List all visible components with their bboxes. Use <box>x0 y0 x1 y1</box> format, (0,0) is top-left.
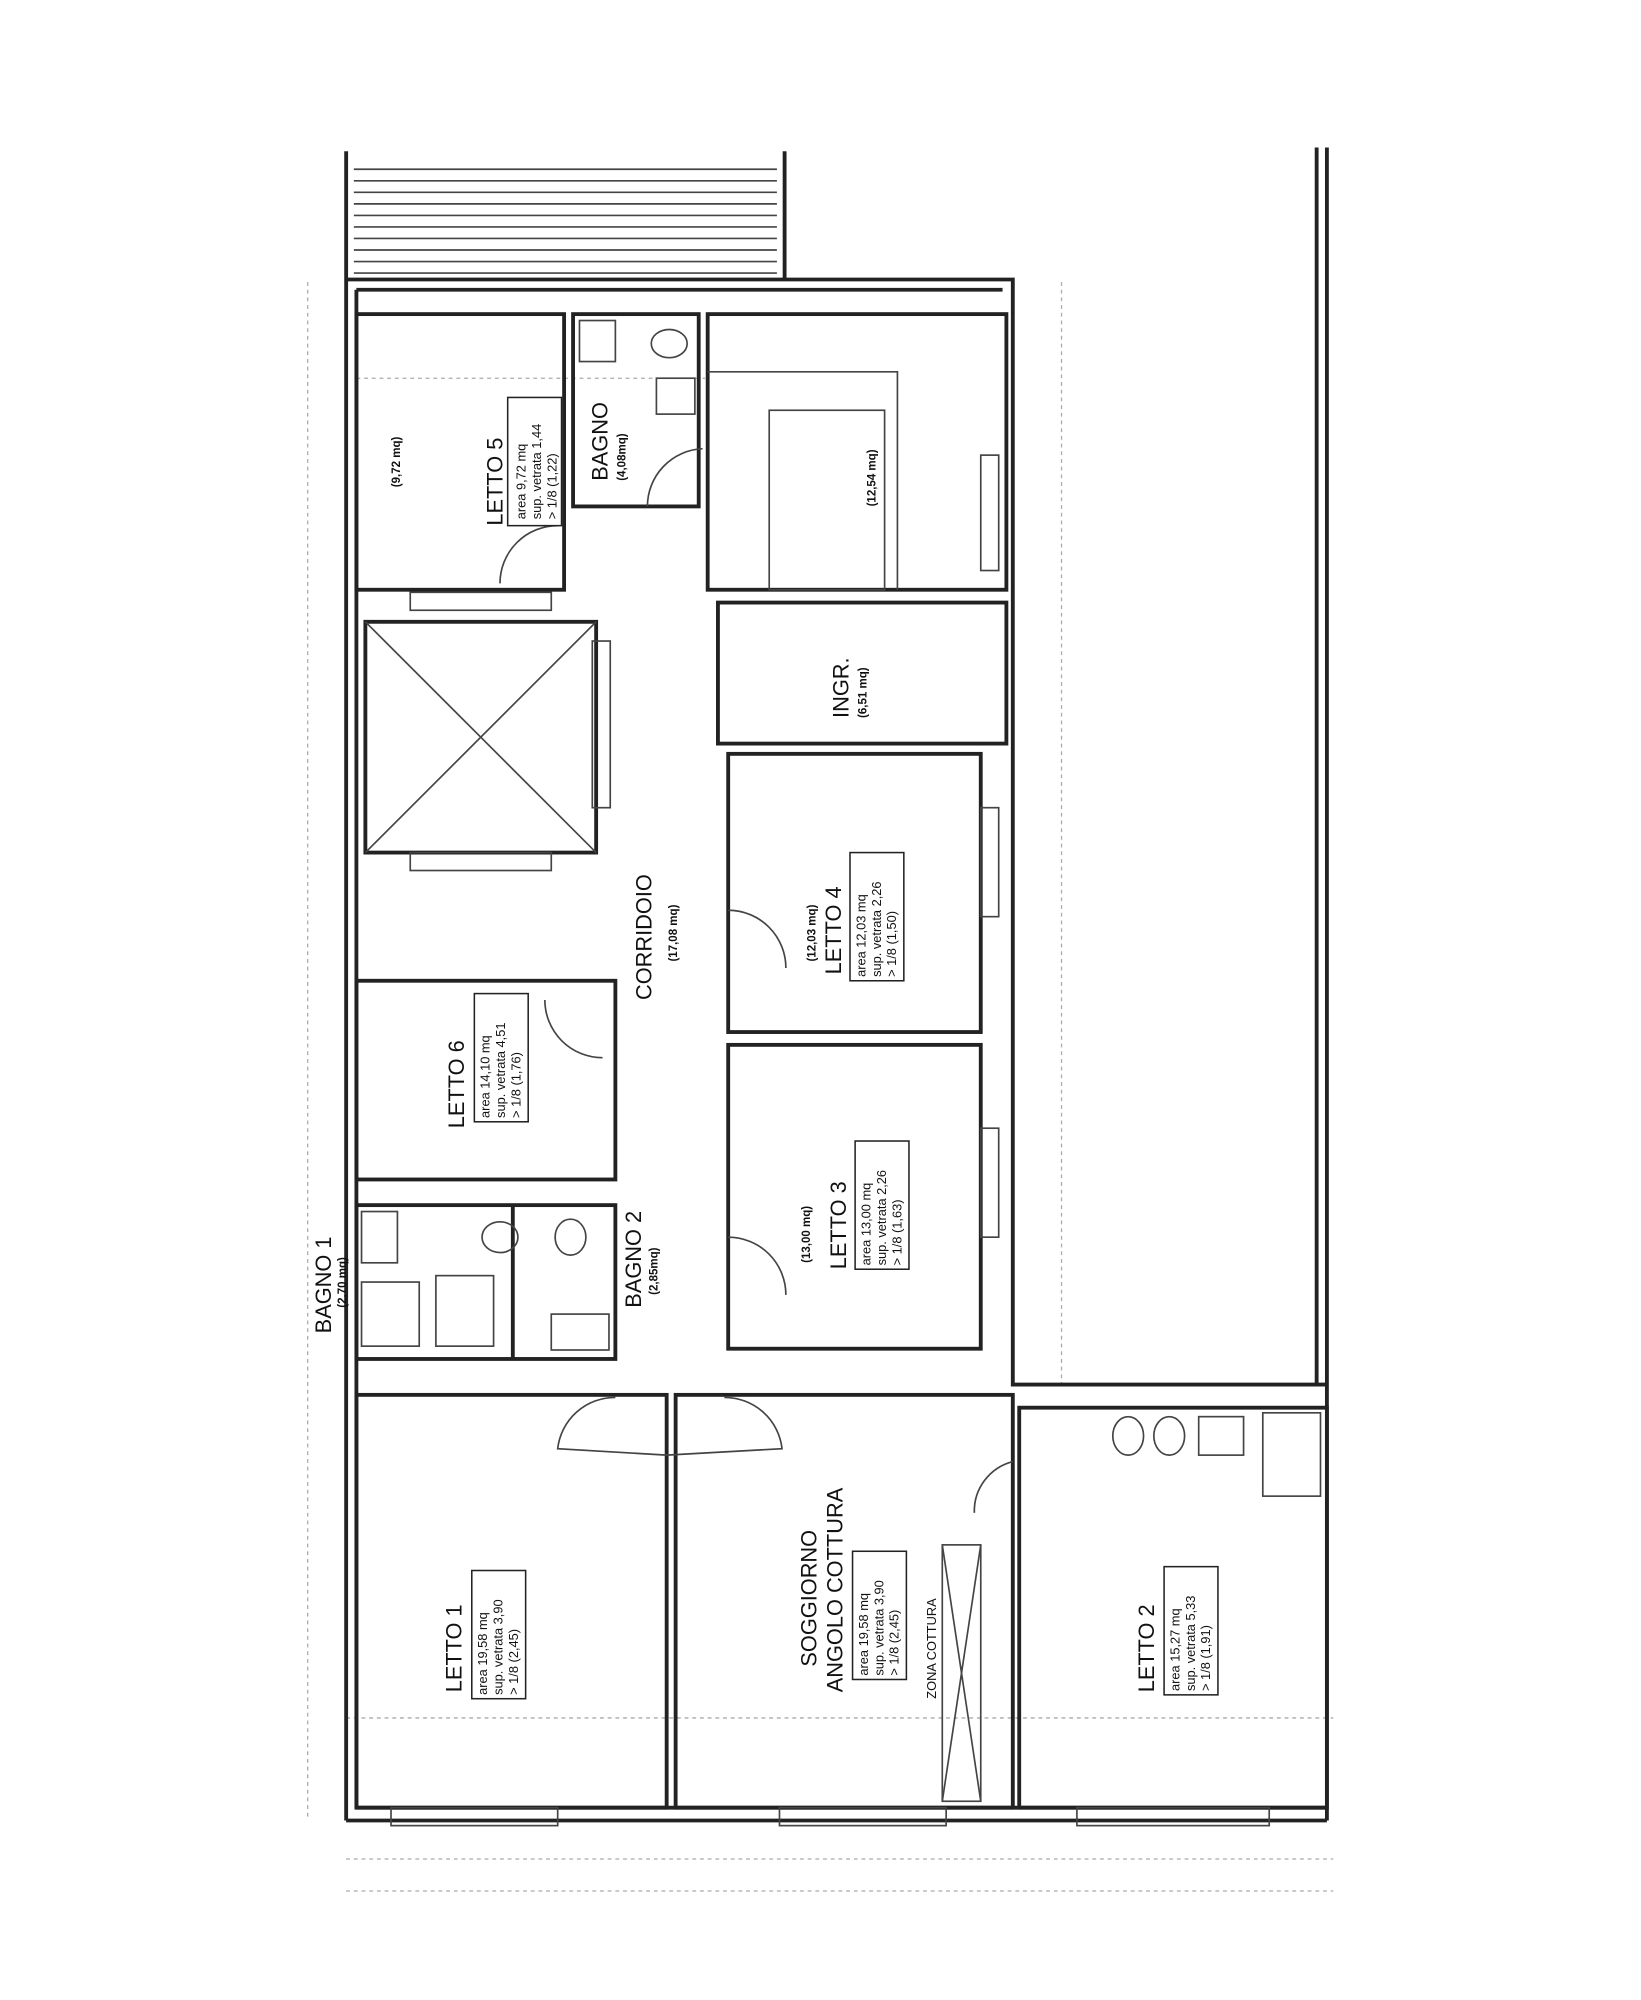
info-line: area 12,03 mq <box>853 894 868 977</box>
info-line: sup. vetrata 4,51 <box>493 1022 508 1117</box>
room-area: (17,08 mq) <box>668 904 680 961</box>
room-area: (6,51 mq) <box>858 667 870 718</box>
info-line: sup. vetrata 3,90 <box>491 1599 506 1694</box>
info-line: area 13,00 mq <box>858 1183 873 1266</box>
room-soggiorno: SOGGIORNO ANGOLO COTTURA area 19,58 mq s… <box>797 1487 939 1698</box>
info-line: > 1/8 (1,91) <box>1198 1625 1213 1691</box>
room-walls <box>354 312 1329 1810</box>
room-letto-2: LETTO 2 area 15,27 mq sup. vetrata 5,33 … <box>1134 1565 1219 1696</box>
room-letto-1: LETTO 1 area 19,58 mq sup. vetrata 3,90 … <box>442 1569 527 1700</box>
info-line: > 1/8 (1,50) <box>884 911 899 977</box>
info-line: sup. vetrata 1,44 <box>529 424 544 519</box>
room-letto-4: (12,03 mq) LETTO 4 area 12,03 mq sup. ve… <box>806 851 905 982</box>
info-line: > 1/8 (1,63) <box>889 1199 904 1265</box>
info-line: area 19,58 mq <box>475 1612 490 1695</box>
room-area: (4,08mq) <box>617 433 629 481</box>
room-ingresso: INGR. (6,51 mq) <box>829 657 870 718</box>
doors <box>499 447 1014 1513</box>
room-name: INGR. <box>829 657 854 718</box>
room-name: BAGNO 2 <box>621 1211 646 1308</box>
room-bagno: BAGNO (4,08mq) <box>588 402 629 481</box>
room-name: CORRIDOIO <box>631 874 656 1000</box>
room-area: (12,03 mq) <box>806 904 818 961</box>
info-line: area 15,27 mq <box>1167 1608 1182 1691</box>
room-bagno-1: BAGNO 1 (2,70 mq) <box>311 1236 349 1333</box>
windows <box>390 454 1271 1827</box>
room-name: LETTO 4 <box>821 886 846 974</box>
room-bagno-2: BAGNO 2 (2,85mq) <box>621 1211 661 1308</box>
info-line: > 1/8 (1,22) <box>544 453 559 519</box>
room-area: (9,72 mq) <box>391 436 403 487</box>
info-line: > 1/8 (2,45) <box>506 1629 521 1695</box>
room-letto-3: (13,00 mq) LETTO 3 area 13,00 mq sup. ve… <box>801 1140 910 1270</box>
room-name: BAGNO <box>588 402 613 481</box>
info-line: > 1/8 (1,76) <box>509 1052 524 1118</box>
room-name: LETTO 5 <box>483 438 508 526</box>
room-letto-5: LETTO 5 (9,72 mq) area 9,72 mq sup. vetr… <box>391 396 563 527</box>
info-line: sup. vetrata 5,33 <box>1183 1596 1198 1691</box>
info-line: area 9,72 mq <box>514 444 529 520</box>
room-letto-6: LETTO 6 area 14,10 mq sup. vetrata 4,51 … <box>444 992 529 1128</box>
info-line: sup. vetrata 2,26 <box>869 881 884 976</box>
bathroom-fixtures <box>360 319 1322 1497</box>
info-line: sup. vetrata 3,90 <box>871 1580 886 1675</box>
room-corridoio: CORRIDOIO (17,08 mq) <box>631 874 680 1000</box>
info-line: > 1/8 (2,45) <box>887 1610 902 1676</box>
room-area: (2,85mq) <box>649 1247 661 1295</box>
info-line: area 19,58 mq <box>856 1593 871 1676</box>
room-name-2: ANGOLO COTTURA <box>822 1487 847 1692</box>
info-line: sup. vetrata 2,26 <box>874 1170 889 1265</box>
room-name: SOGGIORNO <box>797 1530 822 1667</box>
room-area: (13,00 mq) <box>801 1206 813 1263</box>
balcony <box>344 151 787 280</box>
room-name: BAGNO 1 <box>311 1236 336 1333</box>
kitchen-zone-label: ZONA COTTURA <box>924 1598 939 1699</box>
room-name: LETTO 3 <box>826 1181 851 1269</box>
room-area: (2,70 mq) <box>337 1257 349 1308</box>
stair-area: (12,54 mq) <box>867 449 879 506</box>
room-name: LETTO 1 <box>442 1604 467 1692</box>
dimension-lines <box>307 282 1334 1892</box>
room-name: LETTO 2 <box>1134 1604 1159 1692</box>
room-name: LETTO 6 <box>444 1040 469 1128</box>
info-line: area 14,10 mq <box>478 1035 493 1118</box>
